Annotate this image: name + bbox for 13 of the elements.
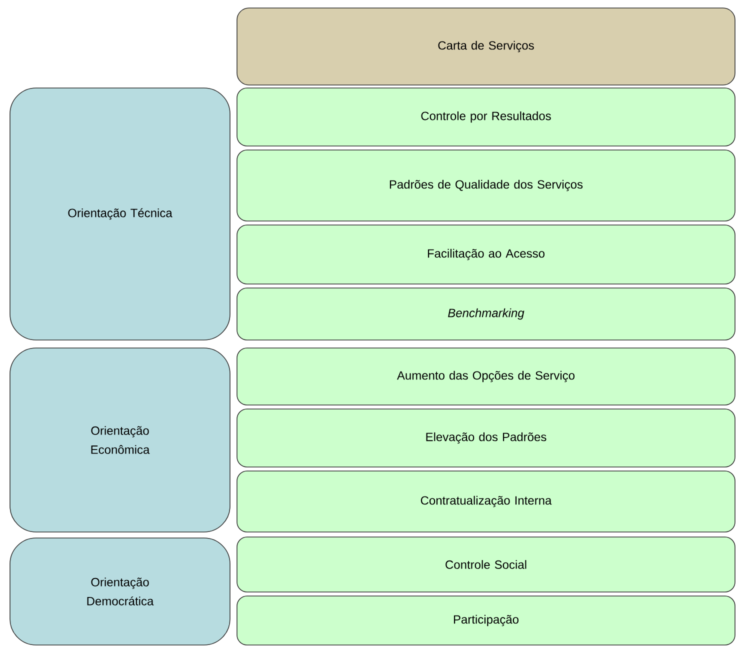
- item-box: Participação: [236, 596, 736, 646]
- item-box: Contratualização Interna: [236, 470, 736, 532]
- category-box: Orientação Econômica: [10, 348, 230, 532]
- item-box: Controle Social: [236, 536, 736, 592]
- item-box: Padrões de Qualidade dos Serviços: [236, 150, 736, 222]
- title-box: Carta de Serviços: [236, 8, 736, 86]
- item-box: Controle por Resultados: [236, 88, 736, 146]
- item-box: Elevação dos Padrões: [236, 408, 736, 468]
- category-box: Orientação Técnica: [10, 88, 230, 340]
- item-box: Benchmarking: [236, 288, 736, 340]
- item-box: Facilitação ao Acesso: [236, 224, 736, 284]
- item-box: Aumento das Opções de Serviço: [236, 348, 736, 406]
- category-box: Orientação Democrática: [10, 538, 230, 646]
